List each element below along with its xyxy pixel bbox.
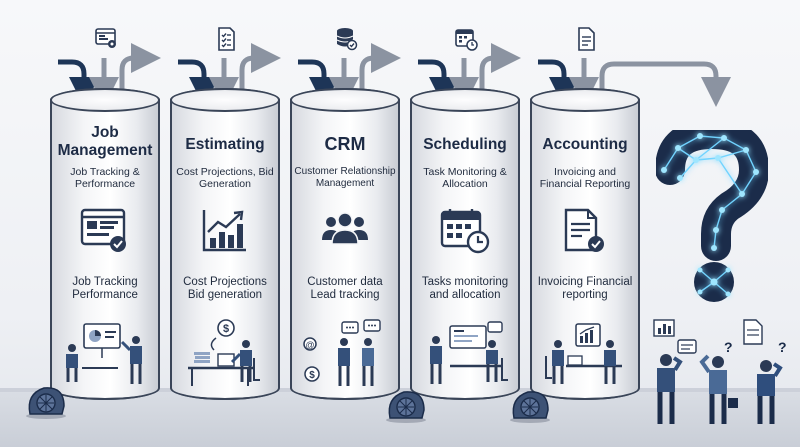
svg-text:?: ? [724, 339, 733, 355]
silo-job-management: Job Management Job Tracking & Performanc… [50, 88, 160, 400]
silo-description: Invoicing Financial reporting [537, 276, 633, 301]
silo-accounting: Accounting Invoicing and Financial Repor… [530, 88, 640, 400]
growth-chart-icon [202, 210, 246, 252]
svg-text:?: ? [778, 339, 787, 355]
person-2 [699, 354, 738, 424]
arrow-group-2 [178, 43, 281, 107]
silo-crm: CRM Customer Relationship Management Cus… [290, 88, 400, 400]
silo-lid [50, 88, 160, 112]
silo-base [410, 376, 520, 400]
air-mover-fan-icon [510, 391, 550, 423]
silo-lid [290, 88, 400, 112]
arrow-group-4 [418, 43, 521, 107]
silo-base [50, 376, 160, 400]
conversation-scene: @ $ [303, 319, 381, 386]
person-1 [657, 354, 683, 424]
silo-description: Tasks monitoring and allocation [421, 276, 509, 301]
silo-title: Scheduling [423, 136, 507, 153]
finance-desk-scene [545, 323, 622, 384]
silo-description: Customer data Lead tracking [307, 276, 383, 301]
air-mover-fan-icon [386, 391, 426, 423]
network-question-mark-icon [656, 130, 768, 302]
silo-title: CRM [324, 134, 366, 154]
air-mover-fan-icon [26, 387, 66, 419]
database-check-icon [336, 28, 358, 51]
app-window-gear-icon [95, 28, 116, 48]
document-icon [578, 27, 595, 51]
silo-subtitle: Cost Projections, Bid Generation [176, 166, 274, 190]
svg-text:$: $ [223, 323, 229, 335]
silo-description: Cost Projections Bid generation [183, 276, 267, 301]
floating-icons: ? ? [653, 319, 787, 355]
silo-base [170, 376, 280, 400]
desk-worker-scene: $ [188, 319, 260, 386]
silo-lid [410, 88, 520, 112]
silo-description: Job Tracking Performance [72, 276, 138, 301]
svg-text:@: @ [305, 340, 314, 350]
silo-title: Accounting [542, 136, 628, 153]
silo-base [290, 376, 400, 400]
silo-base [530, 376, 640, 400]
svg-text:$: $ [309, 370, 315, 381]
silo-subtitle: Invoicing and Financial Reporting [539, 166, 631, 190]
confused-people-group: ? ? [653, 319, 787, 424]
silo-estimating: Estimating Cost Projections, Bid Generat… [170, 88, 280, 400]
silo-subtitle: Job Tracking & Performance [70, 166, 140, 190]
silo-subtitle: Task Monitoring & Allocation [423, 166, 507, 190]
silo-lid [530, 88, 640, 112]
arrow-group-1 [58, 43, 161, 107]
silo-title: Estimating [185, 136, 265, 153]
arrow-group-3 [298, 43, 401, 107]
planning-scene [430, 321, 508, 384]
silo-scheduling: Scheduling Task Monitoring & Allocation … [410, 88, 520, 400]
people-group-icon [322, 212, 368, 245]
floor-shadow [0, 388, 800, 394]
silo-subtitle: Customer Relationship Management [294, 166, 396, 189]
arrow-group-5 [538, 58, 731, 107]
silo-title: Job Management [57, 124, 153, 159]
calendar-clock-icon [455, 29, 478, 51]
checklist-document-icon [218, 27, 235, 51]
calendar-clock-icon [440, 209, 490, 254]
person-3 [757, 360, 783, 424]
presentation-scene [66, 323, 142, 384]
invoice-check-icon [564, 208, 604, 252]
silo-lid [170, 88, 280, 112]
dashboard-icon [80, 208, 126, 252]
